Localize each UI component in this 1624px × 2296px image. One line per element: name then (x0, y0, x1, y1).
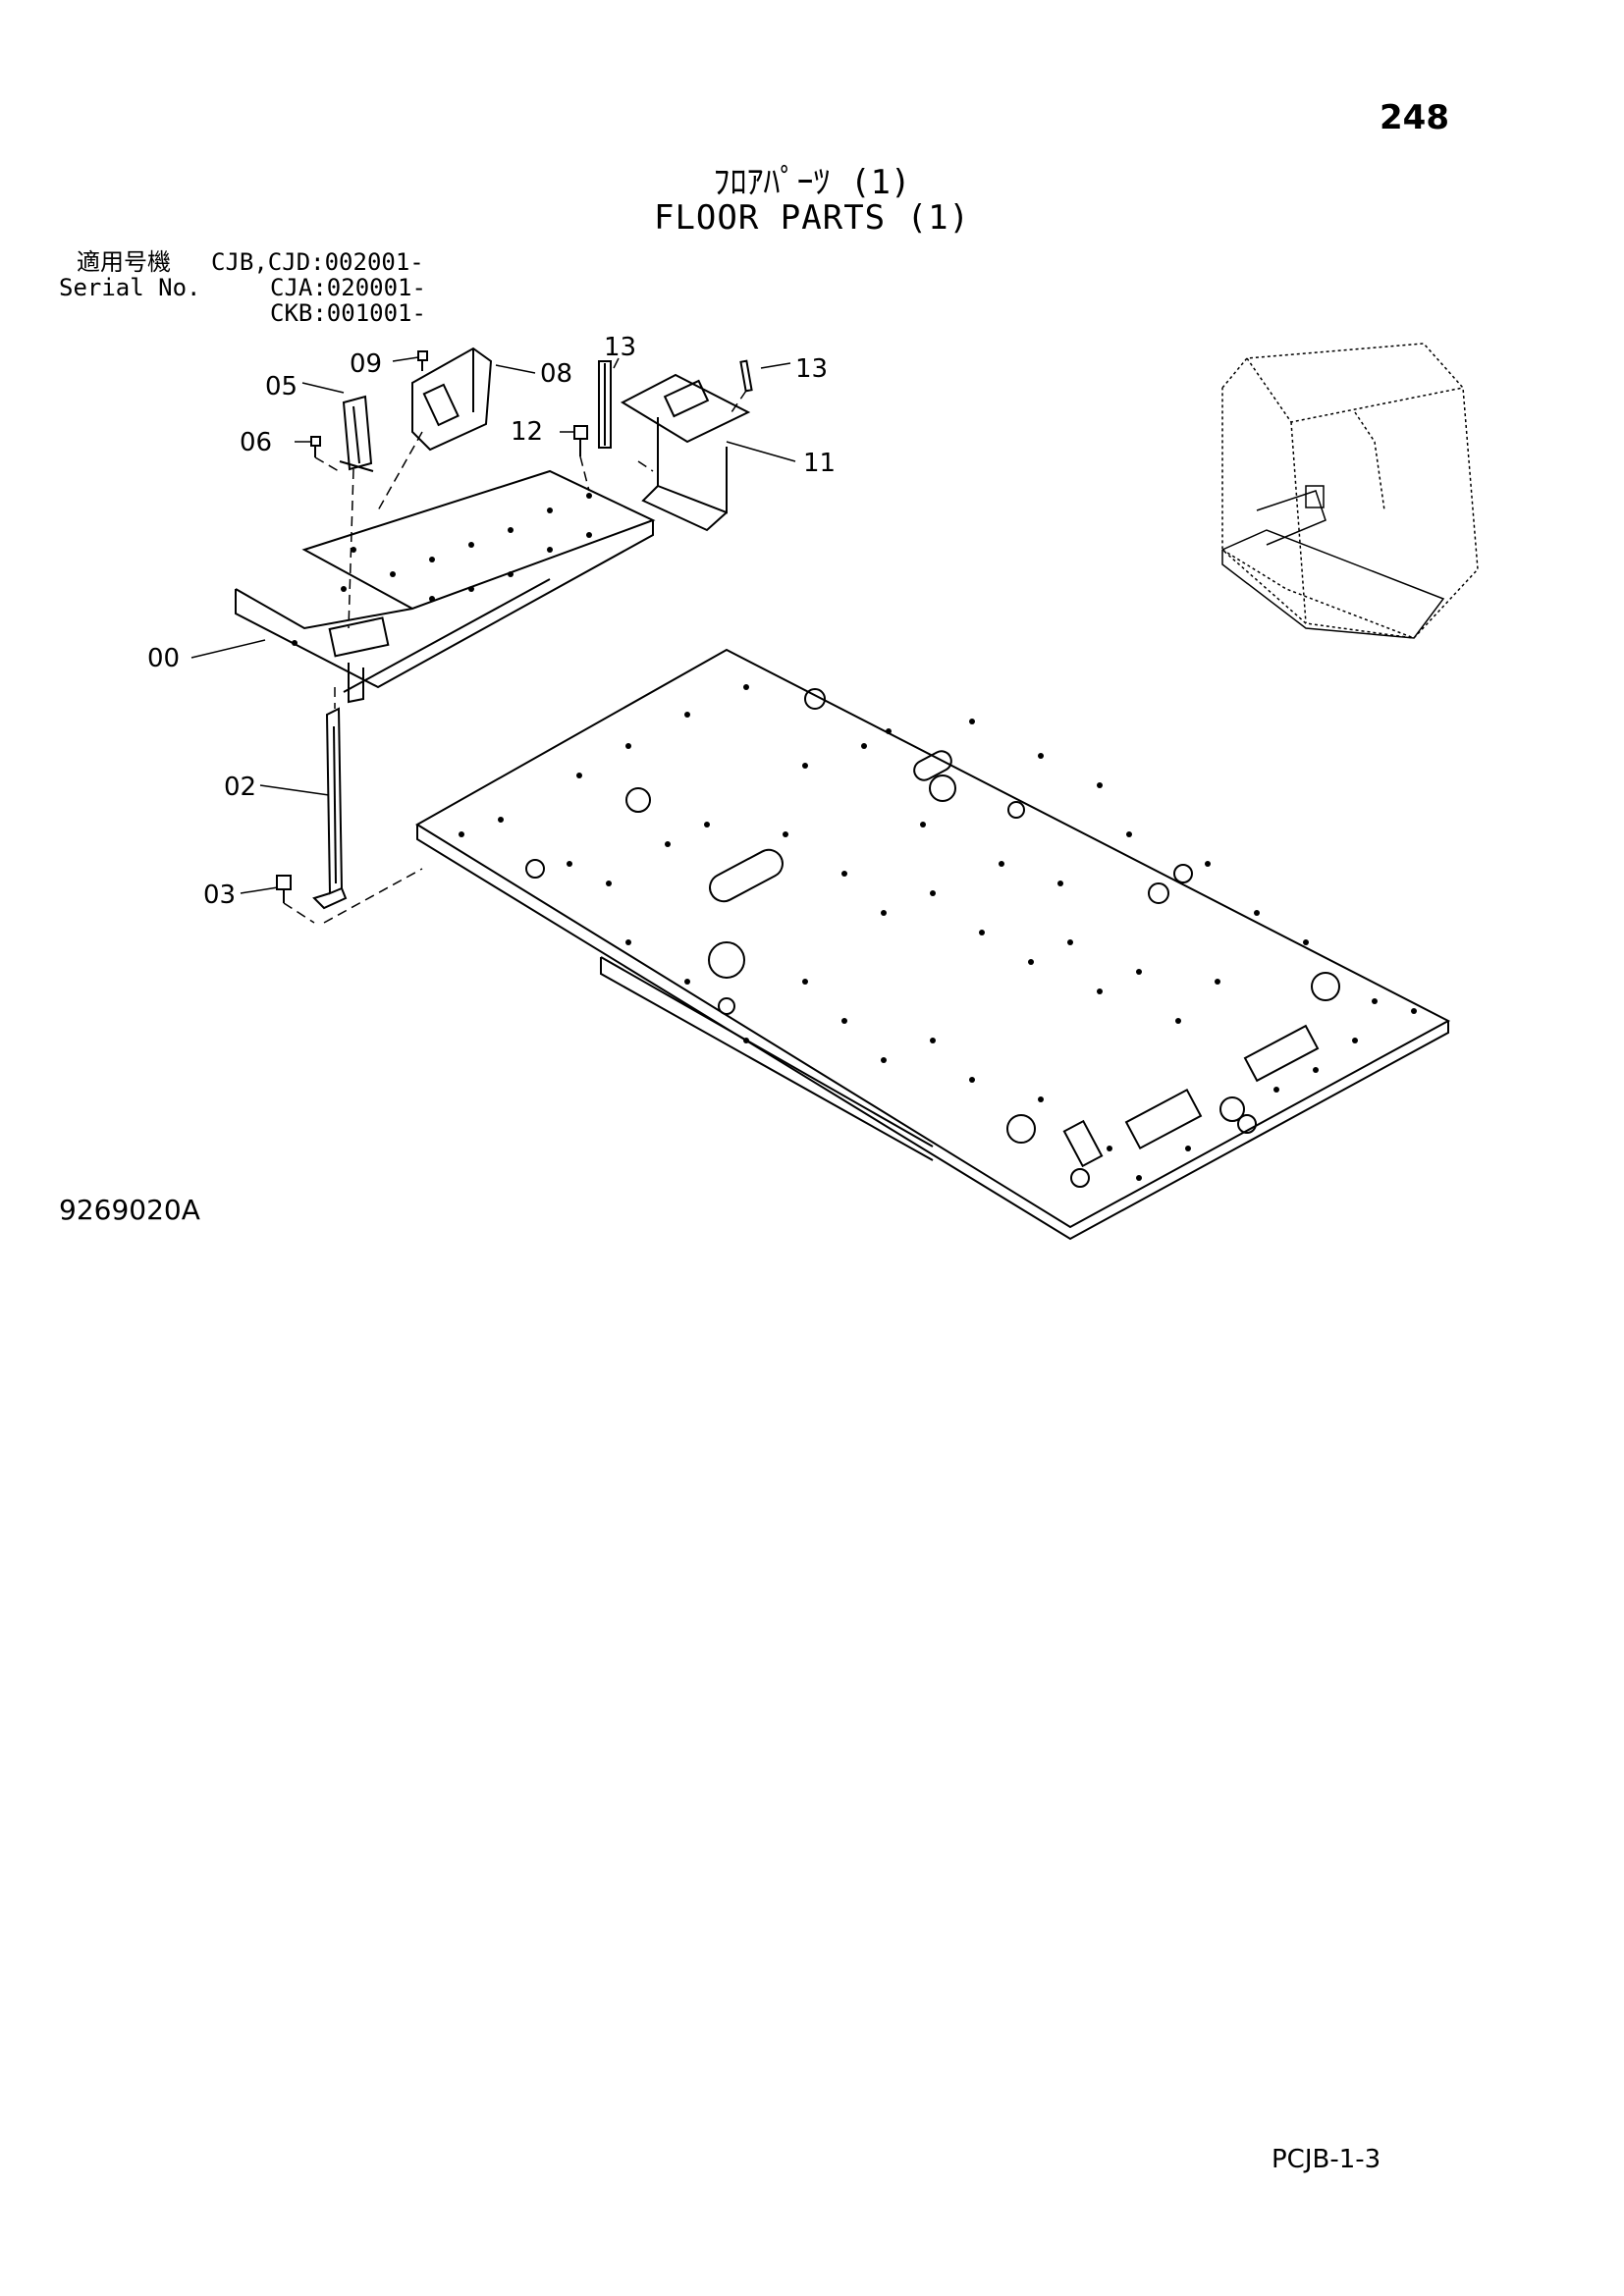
serial-value-3: CKB:001001- (270, 299, 426, 327)
serial-label-english: Serial No. (59, 274, 201, 301)
callout-13-b: 13 (795, 354, 828, 384)
part-13-strip-a (598, 360, 612, 449)
callout-13-a: 13 (604, 333, 636, 362)
part-00-bracket-plate (235, 469, 656, 704)
cab-overview-illustration (1221, 343, 1479, 639)
drawing-code: 9269020A (59, 1194, 200, 1226)
page-number: 248 (1380, 98, 1449, 137)
floor-plate (415, 648, 1451, 1241)
part-03-bolt (276, 875, 292, 903)
sheet-code: PCJB-1-3 (1272, 2145, 1381, 2174)
callout-11: 11 (803, 449, 836, 478)
callout-02: 02 (224, 773, 256, 802)
title-japanese: ﾌﾛｱﾊﾟｰﾂ (1) (713, 163, 911, 202)
callout-05: 05 (265, 372, 298, 401)
callout-03: 03 (203, 881, 236, 910)
callout-09: 09 (350, 349, 382, 379)
serial-value-1: CJB,CJD:002001- (211, 248, 424, 276)
floor-plate-holes (459, 684, 1417, 1181)
part-05-bracket (339, 395, 374, 472)
part-08-bracket (411, 347, 493, 452)
part-09-screw (417, 350, 428, 371)
part-13-strip-b (739, 359, 753, 393)
callout-12: 12 (511, 417, 543, 447)
callout-08: 08 (540, 359, 572, 389)
callout-06: 06 (240, 428, 272, 457)
part-02-strap (312, 707, 348, 910)
part-11-stand (620, 373, 751, 532)
serial-label-japanese: 適用号機 (77, 248, 171, 276)
part-12-bolt (573, 425, 588, 456)
cab-overview-floor (1221, 485, 1445, 639)
part-06-screw (310, 436, 321, 457)
serial-value-2: CJA:020001- (270, 274, 426, 301)
assembly-lines (283, 390, 747, 924)
callout-00: 00 (147, 644, 180, 673)
leader-lines (190, 356, 796, 894)
part-00-holes (292, 493, 592, 646)
title-english: FLOOR PARTS (1) (653, 198, 971, 238)
